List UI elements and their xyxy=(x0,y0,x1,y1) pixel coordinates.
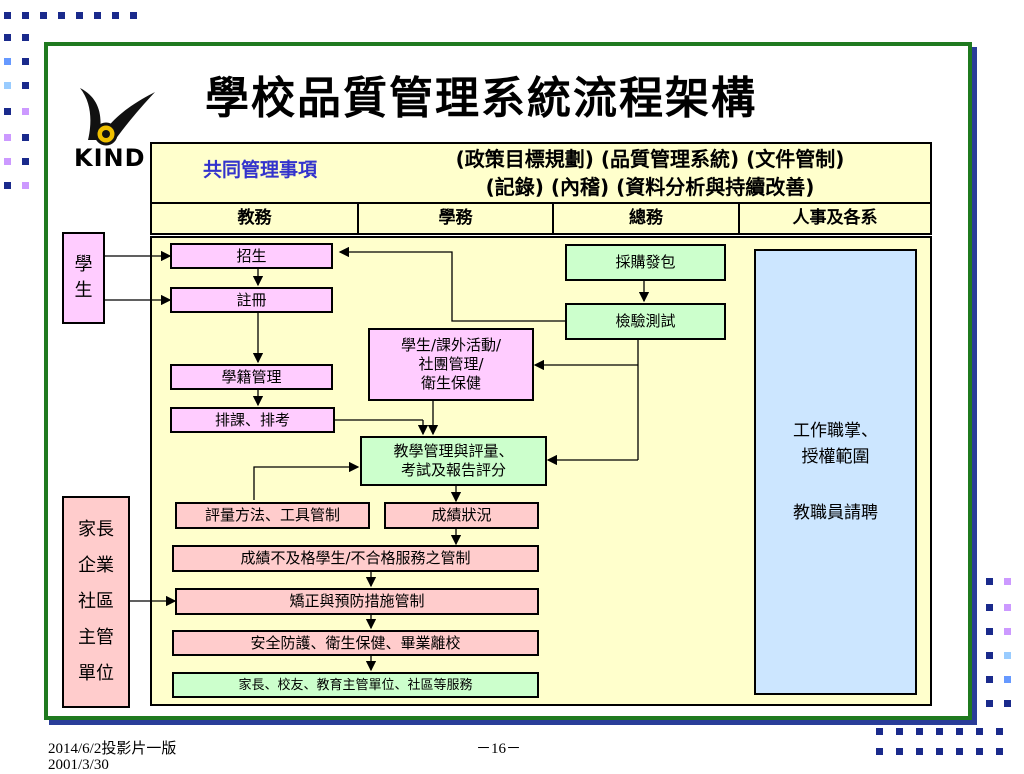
footer-date-second: 2001/3/30 xyxy=(48,757,109,773)
assessment-methods-node: 評量方法、工具管制 xyxy=(175,502,370,529)
corrective-preventive-node: 矯正與預防措施管制 xyxy=(175,588,539,615)
student-activities-label: 學生/課外活動/ 社團管理/ 衛生保健 xyxy=(400,336,502,392)
student-label: 學 生 xyxy=(74,254,93,301)
kind-logo-icon xyxy=(80,88,155,146)
page-title: 學校品質管理系統流程架構 xyxy=(205,73,757,124)
safety-graduation-node: 安全防護、衛生保健、畢業離校 xyxy=(172,630,539,656)
recruit-node: 招生 xyxy=(170,243,333,269)
kind-logo: KIND xyxy=(70,78,160,178)
personnel-node: 工作職掌、 授權範圍 教職員請聘 xyxy=(754,249,917,695)
student-status-node: 學籍管理 xyxy=(170,364,333,390)
logo-text: KIND xyxy=(74,144,146,172)
failing-control-node: 成績不及格學生/不合格服務之管制 xyxy=(172,545,539,572)
student-activities-node: 學生/課外活動/ 社團管理/ 衛生保健 xyxy=(368,328,534,401)
column-general-affairs: 總務 xyxy=(554,204,740,233)
page-number: －16－ xyxy=(476,741,522,757)
grades-node: 成績狀況 xyxy=(384,502,539,529)
policy-line-2: (記錄) (內稽) (資料分析與持續改善) xyxy=(485,175,815,199)
teaching-evaluation-label: 教學管理與評量、 考試及報告評分 xyxy=(393,442,514,479)
policy-line-1: (政策目標規劃) (品質管理系統) (文件管制) xyxy=(455,147,845,171)
procurement-node: 採購發包 xyxy=(565,244,726,281)
column-academic: 教務 xyxy=(152,204,359,233)
column-personnel: 人事及各系 xyxy=(792,208,878,228)
common-management-items: (政策目標規劃) (品質管理系統) (文件管制) (記錄) (內稽) (資料分析… xyxy=(372,142,928,204)
staff-hiring-label: 教職員請聘 xyxy=(793,503,878,523)
register-node: 註冊 xyxy=(170,287,333,313)
services-node: 家長、校友、教育主管單位、社區等服務 xyxy=(172,672,539,698)
department-columns: 教務 學務 總務 人事及各系 xyxy=(150,204,932,235)
inspection-node: 檢驗測試 xyxy=(565,303,726,340)
column-student-affairs: 學務 xyxy=(359,204,554,233)
stakeholders-label: 家長 企業 社區 主管 單位 xyxy=(78,519,114,684)
job-duties-label: 工作職掌、 授權範圍 xyxy=(793,421,878,467)
student-box: 學 生 xyxy=(62,232,105,324)
teaching-evaluation-node: 教學管理與評量、 考試及報告評分 xyxy=(360,436,547,486)
footer-date: 2014/6/2投影片一版 xyxy=(48,741,177,757)
common-management-header xyxy=(150,142,932,204)
scheduling-node: 排課、排考 xyxy=(170,407,335,433)
common-management-label: 共同管理事項 xyxy=(202,159,317,181)
stakeholders-box: 家長 企業 社區 主管 單位 xyxy=(62,496,130,708)
